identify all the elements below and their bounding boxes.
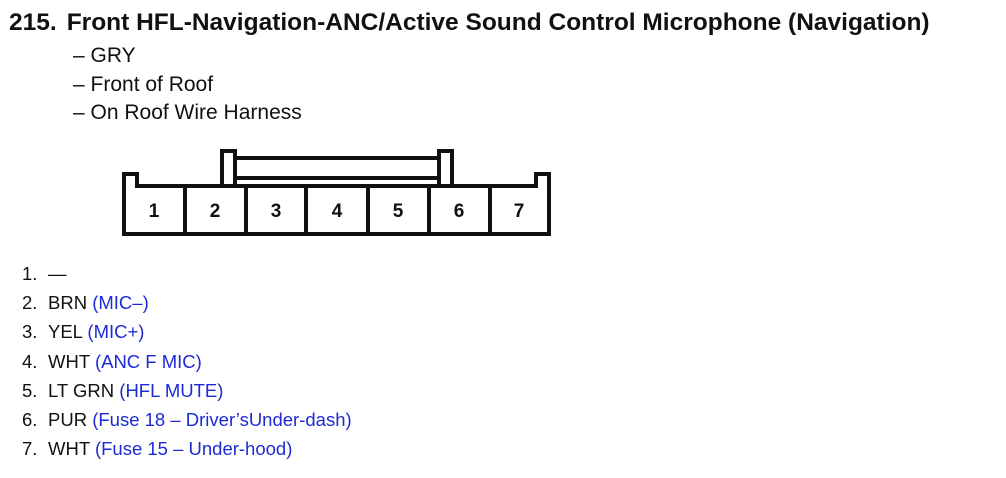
- connector-lock-tab: [220, 149, 454, 186]
- pin-wire-color: WHT: [48, 438, 90, 460]
- connector-color: – GRY: [73, 44, 136, 67]
- pin-row: 3. YEL (MIC+): [22, 317, 352, 346]
- pin-number: 6.: [22, 409, 38, 431]
- cavity-label-7: 7: [514, 201, 525, 222]
- pin-row: 5. LT GRN (HFL MUTE): [22, 376, 352, 405]
- pin-number: 4.: [22, 350, 38, 372]
- connector-title: Front HFL-Navigation-ANC/Active Sound Co…: [66, 9, 930, 36]
- pin-list: 1. — 2. BRN (MIC–) 3. YEL (MIC+) 4. WHT (ANC…: [22, 259, 352, 463]
- pin-wire-color: WHT: [48, 350, 90, 372]
- cavity-label-4: 4: [332, 201, 343, 222]
- pin-number: 2.: [22, 292, 38, 314]
- cavity-label-6: 6: [454, 201, 465, 222]
- pin-wire-color: PUR: [48, 409, 88, 431]
- pin-function: (Fuse 15 – Under-hood): [94, 438, 293, 460]
- pin-wire-color: LT GRN: [48, 379, 115, 401]
- pin-wire-color: —: [48, 263, 67, 284]
- connector-number: 215.: [9, 9, 57, 36]
- cavity-label-5: 5: [393, 201, 404, 222]
- connector-harness: – On Roof Wire Harness: [73, 101, 302, 124]
- pin-wire-color: YEL: [48, 321, 83, 343]
- pin-row: 6. PUR (Fuse 18 – Driver’sUnder-dash): [22, 405, 352, 434]
- cavity-label-3: 3: [271, 201, 282, 222]
- pin-number: 1.: [22, 263, 38, 284]
- pin-row: 7. WHT (Fuse 15 – Under-hood): [22, 434, 352, 463]
- pin-function: (MIC–): [92, 292, 149, 314]
- pin-number: 7.: [22, 438, 38, 460]
- pin-function: (MIC+): [87, 321, 145, 343]
- connector-location: – Front of Roof: [73, 72, 214, 96]
- page-title: 215. Front HFL-Navigation-ANC/Active Soun…: [9, 9, 930, 37]
- connector-body: [122, 172, 551, 236]
- cavity-label-1: 1: [149, 201, 160, 222]
- connector-diagram: 1 2 3 4 5 6 7: [122, 149, 551, 236]
- pin-wire-color: BRN: [48, 292, 88, 314]
- pin-number: 3.: [22, 321, 38, 343]
- pin-row: 4. WHT (ANC F MIC): [22, 347, 352, 376]
- pin-function: (HFL MUTE): [119, 379, 224, 401]
- pin-number: 5.: [22, 379, 38, 401]
- connector-properties: – GRY – Front of Roof – On Roof Wire Har…: [73, 42, 302, 128]
- pin-function: (Fuse 18 – Driver’sUnder-dash): [92, 409, 352, 431]
- pin-row: 2. BRN (MIC–): [22, 288, 352, 317]
- pin-function: (ANC F MIC): [94, 350, 202, 372]
- cavity-label-2: 2: [210, 201, 221, 222]
- pin-row: 1. —: [22, 259, 352, 288]
